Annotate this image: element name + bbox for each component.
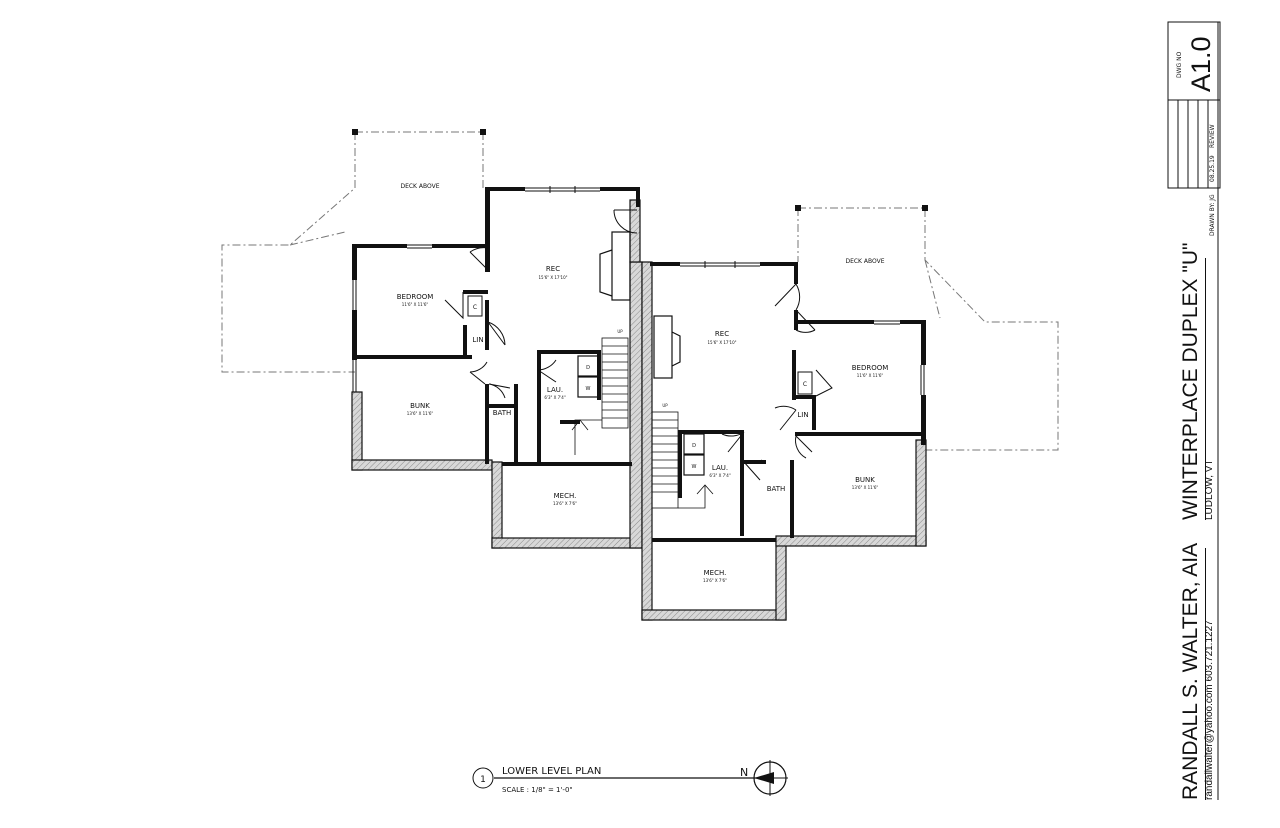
bath-right-label: BATH bbox=[767, 485, 786, 493]
right-frame-walls bbox=[650, 262, 926, 542]
right-laundry-machines bbox=[683, 433, 705, 476]
deck-right-label: DECK ABOVE bbox=[845, 258, 884, 265]
left-foundation-walls bbox=[351, 199, 643, 549]
deck-left-label: DECK ABOVE bbox=[400, 183, 439, 190]
dryer-left-label: D bbox=[586, 365, 590, 371]
stair-up-right-label: UP bbox=[662, 403, 668, 408]
plan-number-circle bbox=[472, 767, 494, 789]
left-laundry-machines bbox=[577, 355, 599, 398]
north-label: N bbox=[740, 766, 748, 779]
drawn-by-text: DRAWN BY: JG bbox=[1209, 194, 1216, 236]
architect-name: RANDALL S. WALTER, AIA bbox=[1179, 542, 1202, 800]
deck-post bbox=[795, 205, 801, 211]
lau-right-dim: 6'3" X 7'4" bbox=[709, 473, 731, 478]
deck-post bbox=[922, 205, 928, 211]
plan-name: LOWER LEVEL PLAN bbox=[502, 766, 601, 777]
left-closet-box bbox=[467, 295, 483, 317]
project-title: WINTERPLACE DUPLEX "U" bbox=[1179, 242, 1202, 520]
mech-left-label: MECH. bbox=[554, 492, 577, 500]
lau-left-dim: 6'3" X 7'4" bbox=[544, 395, 566, 400]
closet-right-label: C bbox=[803, 381, 807, 388]
deck-post bbox=[352, 129, 358, 135]
bedroom-left-label: BEDROOM bbox=[397, 293, 434, 301]
deck-right-outline bbox=[797, 207, 1059, 451]
dryer-right-label: D bbox=[692, 443, 696, 449]
bunk-right-label: BUNK bbox=[855, 476, 875, 484]
bedroom-right-label: BEDROOM bbox=[852, 364, 889, 372]
plan-number: 1 bbox=[480, 775, 486, 785]
mech-right-label: MECH. bbox=[704, 569, 727, 577]
architect-underline bbox=[1205, 548, 1206, 800]
rec-right-label: REC bbox=[715, 330, 729, 338]
washer-left-label: W bbox=[586, 386, 591, 392]
dwg-no: A1.0 bbox=[1186, 36, 1216, 92]
left-fireplace bbox=[599, 231, 631, 301]
north-arrow-icon bbox=[752, 760, 788, 796]
lau-left-label: LAU. bbox=[547, 386, 563, 394]
lin-left-label: LIN bbox=[472, 336, 483, 344]
left-windows bbox=[352, 186, 600, 392]
project-title-underline bbox=[1205, 258, 1206, 520]
date-text: 08.25.19 bbox=[1209, 155, 1216, 182]
bath-left-label: BATH bbox=[493, 409, 512, 417]
washer-right-label: W bbox=[692, 464, 697, 470]
right-windows bbox=[680, 261, 925, 395]
closet-left-label: C bbox=[473, 304, 477, 311]
mech-right-dim: 13'6" X 7'6" bbox=[703, 578, 727, 583]
review-text: REVIEW bbox=[1209, 124, 1216, 148]
mech-left-dim: 13'6" X 7'6" bbox=[553, 501, 577, 506]
stair-up-left-label: UP bbox=[617, 329, 623, 334]
bunk-left-label: BUNK bbox=[410, 402, 430, 410]
right-doors bbox=[721, 283, 833, 481]
plan-scale: SCALE : 1/8" = 1'-0" bbox=[502, 786, 573, 794]
left-frame-walls bbox=[352, 187, 640, 466]
rec-left-dim: 15'6" X 17'10" bbox=[539, 275, 568, 280]
bedroom-left-dim: 11'6" X 11'6" bbox=[402, 302, 429, 307]
lau-right-label: LAU. bbox=[712, 464, 728, 472]
left-stairs bbox=[571, 337, 629, 455]
left-doors bbox=[444, 209, 638, 399]
bedroom-right-dim: 11'6" X 11'6" bbox=[857, 373, 884, 378]
dwg-no-label: DWG NO bbox=[1176, 51, 1183, 78]
lin-right-label: LIN bbox=[797, 411, 808, 419]
deck-post bbox=[480, 129, 486, 135]
right-stairs bbox=[651, 411, 714, 509]
right-fireplace bbox=[653, 315, 681, 379]
rec-left-label: REC bbox=[546, 265, 560, 273]
rec-right-dim: 15'6" X 17'10" bbox=[708, 340, 737, 345]
title-block-frame bbox=[1167, 21, 1221, 800]
bunk-left-dim: 13'6" X 11'6" bbox=[407, 411, 434, 416]
plan-title-block: 1 LOWER LEVEL PLAN SCALE : 1/8" = 1'-0" … bbox=[472, 760, 788, 796]
bunk-right-dim: 13'6" X 11'6" bbox=[852, 485, 879, 490]
right-closet-box bbox=[797, 371, 813, 395]
